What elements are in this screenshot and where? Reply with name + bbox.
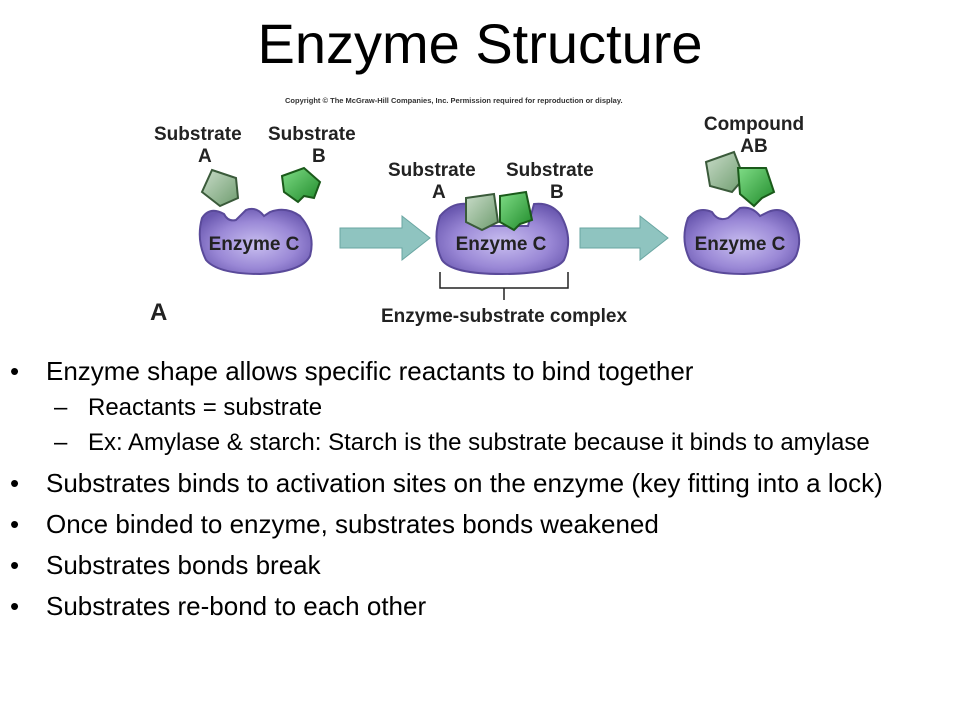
bullet-marker: • [10,550,20,580]
complex-bracket [439,272,569,300]
stage2-substrate-a-shape [465,192,500,232]
bullet-text: Enzyme shape allows specific reactants t… [46,356,694,386]
bullet-marker: • [10,468,20,498]
stage3-enzyme-label: Enzyme C [695,234,786,255]
bullet-marker: • [10,356,20,386]
bullet-text: Substrates binds to activation sites on … [46,468,883,498]
bullet-item: • Substrates re-bond to each other [0,591,926,622]
sub-bullet-item: – Reactants = substrate [0,393,918,423]
slide-title: Enzyme Structure [257,12,703,75]
bullet-text: Substrates re-bond to each other [46,591,427,621]
sub-bullet-marker: – [54,429,68,456]
bullet-item: • Once binded to enzyme, substrates bond… [0,509,926,540]
stage1-substrate-b-letter: B [312,146,326,167]
sub-bullet-text: Ex: Amylase & starch: Starch is the subs… [88,429,870,456]
copyright-note: Copyright © The McGraw-Hill Companies, I… [285,96,623,105]
panel-label: A [150,299,167,326]
bullet-text: Substrates bonds break [46,550,321,580]
bullet-text: Once binded to enzyme, substrates bonds … [46,509,659,539]
stage2-substrate-a-label: Substrate [388,160,476,181]
stage2-substrate-b-shape [499,190,534,232]
stage2-substrate-b-label: Substrate [506,160,594,181]
stage3-compound-label: Compound [704,114,804,135]
sub-bullet-list: – Reactants = substrate – Ex: Amylase & … [0,393,926,458]
stage1-substrate-a-letter: A [198,146,212,167]
stage1-enzyme-shape [198,207,313,276]
stage3-compound-a-shape [704,150,746,194]
arrow-2 [579,214,669,262]
stage1-enzyme-label: Enzyme C [209,234,300,255]
bullet-item: • Substrates bonds break [0,550,926,581]
stage1-substrate-a-shape [200,168,240,208]
bullet-item: • Substrates binds to activation sites o… [0,468,926,499]
stage2-enzyme-label: Enzyme C [456,234,547,255]
enzyme-diagram-svg: Copyright © The McGraw-Hill Companies, I… [150,96,804,327]
bullet-item: • Enzyme shape allows specific reactants… [0,356,926,458]
bullet-marker: • [10,591,20,621]
stage2-substrate-b-letter: B [550,182,564,203]
bullet-marker: • [10,509,20,539]
bullet-list: • Enzyme shape allows specific reactants… [0,356,960,632]
complex-label: Enzyme-substrate complex [381,306,627,327]
stage1-substrate-b-label: Substrate [268,124,356,145]
stage1-substrate-b-shape [280,166,322,204]
enzyme-diagram: Copyright © The McGraw-Hill Companies, I… [140,88,840,340]
stage3-compound-letters: AB [740,136,767,157]
stage3-enzyme-shape [683,206,801,276]
sub-bullet-text: Reactants = substrate [88,394,323,421]
sub-bullet-item: – Ex: Amylase & starch: Starch is the su… [0,428,918,458]
sub-bullet-marker: – [54,394,68,421]
stage2-substrate-a-letter: A [432,182,446,203]
stage3-compound-b-shape [736,167,776,208]
stage1-substrate-a-label: Substrate [154,124,242,145]
arrow-1 [339,214,431,262]
